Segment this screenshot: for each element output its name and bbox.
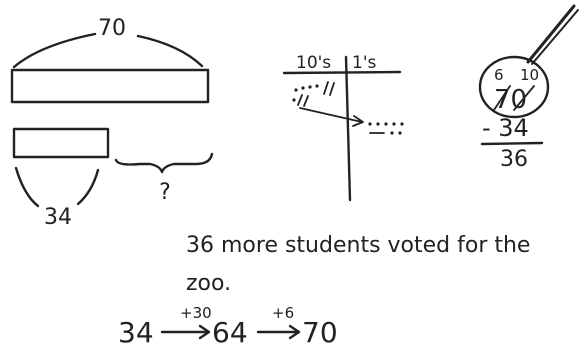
regroup-ones: 10 [520,66,539,84]
whole-label: 70 [98,16,126,41]
answer-sentence: 36 more students voted for the zoo. [186,233,530,296]
whole-brace-right [136,34,204,68]
unknown-brace [114,152,214,174]
bar-model: 70 ? 34 [10,16,214,230]
answer-line-1: 36 more students voted for the [186,233,530,258]
tens-header: 10's [296,53,331,73]
regroup-arrow [299,107,363,123]
step-2-arrowhead [288,324,301,340]
unknown-label: ? [159,180,171,205]
count-middle: 64 [212,316,248,349]
answer-line-2: zoo. [186,271,231,296]
whole-bar [10,68,210,104]
place-value-chart: 10's 1's [282,53,404,202]
vertical-subtraction: 6 10 70 - 34 36 [478,4,579,172]
subtrahend: - 34 [482,114,529,142]
part-label: 34 [44,205,72,230]
count-step-2: +6 [272,304,294,322]
ones-header: 1's [352,53,376,73]
column-divider [344,55,352,202]
difference: 36 [500,147,528,172]
header-line [282,70,402,75]
count-step-1: +30 [180,304,212,322]
whole-brace-left [12,32,97,69]
tens-marks [292,81,335,107]
strike-tens [493,85,511,111]
strike-ones [513,85,535,111]
counting-up: 34 +30 64 +6 70 [118,304,338,349]
count-start: 34 [118,316,154,349]
difference-line [480,141,544,146]
pencil-icon [526,4,576,64]
part-brace-right [76,168,100,206]
part-brace-left [14,166,40,208]
regroup-circle [478,55,550,119]
part-bar [12,127,110,159]
step-1-arrowhead [198,324,211,340]
regroup-tens: 6 [494,66,504,84]
count-end: 70 [302,316,338,349]
ones-marks [368,122,404,135]
regroup-arrowhead [352,115,364,127]
